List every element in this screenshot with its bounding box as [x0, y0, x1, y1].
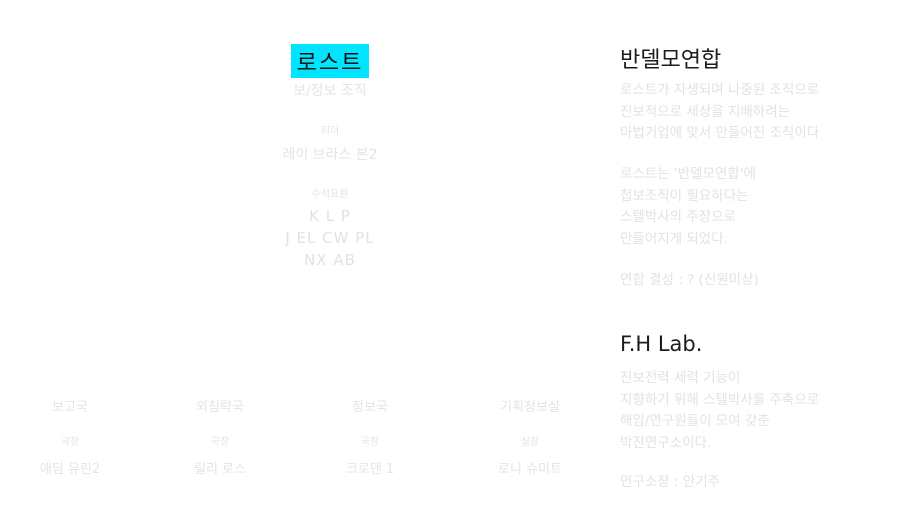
department-card: 정보국 국장 크로덴 1 [300, 396, 440, 477]
department-head-name: 릴리 로스 [194, 462, 246, 477]
executive-line: NX AB [304, 251, 356, 269]
department-head-label: 국장 [60, 437, 80, 448]
departments-row: 보고국 국장 애딤 유린2 외침략국 국장 릴리 로스 정보국 국장 크로덴 1… [0, 396, 600, 477]
department-head-name: 로니 슈미트 [498, 462, 562, 477]
text-line: 진보적으로 세상을 지배하려는 [620, 103, 791, 120]
text-line: 진보전력 세력 기능이 [620, 370, 741, 386]
lab-description: 진보전력 세력 기능이 지향하기 위해 스텔박사를 주축으로 해임/연구원들이 … [620, 368, 819, 454]
department-name: 외침략국 [196, 400, 244, 415]
union-relation: 로스트는 '반델모연합'에 첩보조직이 필요하다는 스텔박사의 주장으로 만들어… [620, 164, 756, 250]
text-line: 지향하기 위해 스텔박사를 주축으로 [620, 391, 820, 408]
text-line: 해임/연구원들이 모여 갖춘 [620, 413, 770, 429]
department-card: 외침략국 국장 릴리 로스 [150, 396, 290, 477]
union-description: 로스트가 자생되며 나중된 조직으로 진보적으로 세상을 지배하려는 마법기업에… [620, 80, 819, 145]
department-card: 보고국 국장 애딤 유린2 [0, 396, 140, 477]
leader-name: 레이 브라스 본2 [282, 147, 378, 163]
department-head-label: 실장 [520, 437, 540, 448]
text-line: 마법기업에 맞서 만들어진 조직이다 [620, 125, 820, 141]
text-line: 만들어지게 되었다. [620, 230, 728, 247]
lab-title: F.H Lab. [620, 332, 703, 356]
organization-name: 로스트 [290, 44, 370, 78]
text-line: 로스트가 자생되며 나중된 조직으로 [620, 82, 820, 98]
organization-logo: 로스트 [160, 44, 500, 78]
executives-label: 수석요원 [311, 189, 349, 200]
text-line: 첩보조직이 필요하다는 [620, 187, 749, 204]
text-line: 박진연구소이다. [620, 434, 712, 451]
leader-label: 리더 [320, 126, 340, 137]
department-head-name: 애딤 유린2 [39, 462, 101, 477]
department-name: 정보국 [352, 400, 388, 415]
department-name: 기획정보실 [500, 400, 560, 415]
union-title: 반델모연합 [620, 48, 722, 73]
lab-head: 연구소장 : 안기주 [620, 474, 721, 490]
text-line: 로스트는 '반델모연합'에 [620, 166, 756, 182]
department-name: 보고국 [52, 400, 88, 415]
department-head-label: 국장 [360, 437, 380, 448]
organization-tagline: 보/정보 조직 [293, 83, 367, 99]
department-head-label: 국장 [210, 437, 230, 448]
department-head-name: 크로덴 1 [345, 462, 395, 477]
executive-line: J EL CW PL [285, 229, 375, 247]
executive-line: K L P [309, 207, 351, 225]
text-line: 스텔박사의 주장으로 [620, 209, 737, 225]
department-card: 기획정보실 실장 로니 슈미트 [460, 396, 600, 477]
union-founded: 연합 결성 : ? (신원미상) [620, 272, 759, 288]
